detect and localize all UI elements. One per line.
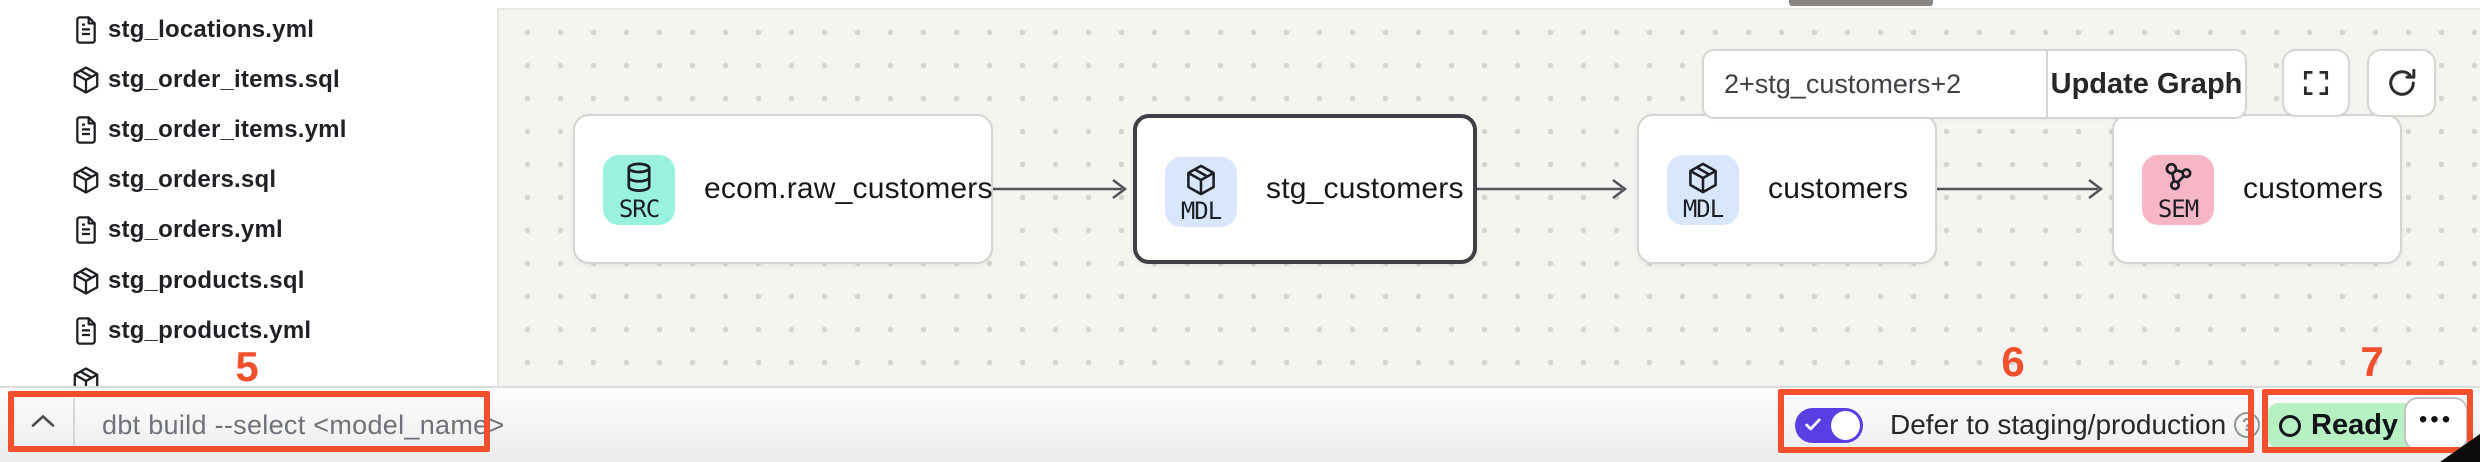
- cube-icon: [70, 365, 102, 388]
- lineage-selector-group: 2+stg_customers+2 Update Graph: [1702, 49, 2247, 119]
- annotation-box-5: [8, 391, 490, 452]
- bar-divider: [73, 398, 75, 450]
- file-item[interactable]: stg_products.yml: [0, 306, 497, 356]
- file-item[interactable]: stg_order_items.yml: [0, 105, 497, 155]
- check-icon: [1805, 417, 1821, 430]
- fullscreen-button[interactable]: [2282, 49, 2350, 117]
- annotation-number-6: 6: [2001, 338, 2025, 385]
- badge-label: MDL: [1682, 194, 1724, 223]
- chevron-up-icon: [31, 414, 55, 427]
- lineage-node-customers-semantic[interactable]: SEM customers: [2112, 114, 2402, 264]
- collapse-panel-button[interactable]: [26, 408, 60, 434]
- lineage-node-stg-customers[interactable]: MDL stg_customers: [1133, 114, 1477, 264]
- badge-label: SRC: [618, 194, 660, 223]
- file-item[interactable]: stg_orders.sql: [0, 155, 497, 205]
- file-name: stg_products.yml: [108, 317, 312, 344]
- node-label: stg_customers: [1266, 172, 1464, 205]
- document-icon: [70, 315, 102, 347]
- refresh-button[interactable]: [2367, 49, 2436, 117]
- cube-icon: [70, 64, 102, 96]
- help-icon[interactable]: ?: [2234, 412, 2261, 438]
- file-item[interactable]: stg_products.sql: [0, 256, 497, 306]
- node-label: customers: [2243, 172, 2384, 205]
- file-item[interactable]: [0, 356, 497, 388]
- semantic-badge: SEM: [2142, 155, 2214, 225]
- file-item[interactable]: stg_orders.yml: [0, 205, 497, 255]
- document-icon: [70, 214, 102, 246]
- defer-toggle[interactable]: [1795, 407, 1863, 443]
- fullscreen-icon: [2303, 70, 2329, 96]
- model-badge: MDL: [1667, 155, 1739, 225]
- update-graph-button[interactable]: Update Graph: [2050, 67, 2243, 100]
- file-name: stg_order_items.yml: [108, 116, 347, 143]
- file-item[interactable]: stg_locations.yml: [0, 5, 497, 55]
- annotation-number-7: 7: [2360, 338, 2384, 385]
- status-circle-icon: [2279, 414, 2301, 437]
- defer-label: Defer to staging/production: [1890, 409, 2227, 440]
- cube-icon: [1689, 162, 1717, 193]
- horizontal-scrollbar-thumb[interactable]: [1789, 0, 1933, 6]
- file-name: stg_locations.yml: [108, 16, 315, 43]
- database-icon: [627, 162, 651, 192]
- mouse-cursor: [2440, 434, 2480, 462]
- toggle-knob: [1831, 410, 1860, 440]
- file-explorer-sidebar: stg_locations.yml stg_order_items.sql st…: [0, 0, 499, 388]
- canvas-top-strip: [497, 0, 2480, 10]
- selector-input[interactable]: 2+stg_customers+2: [1704, 51, 2048, 117]
- source-badge: SRC: [603, 155, 675, 225]
- badge-label: SEM: [2157, 194, 2199, 223]
- document-icon: [70, 14, 102, 46]
- annotation-box-7: [2262, 389, 2473, 453]
- file-name: stg_order_items.sql: [108, 66, 340, 93]
- badge-label: MDL: [1180, 196, 1222, 225]
- annotation-box-6: [1778, 389, 2254, 453]
- refresh-icon: [2388, 68, 2415, 96]
- annotation-number-5: 5: [235, 343, 259, 390]
- file-item[interactable]: stg_order_items.sql: [0, 55, 497, 105]
- model-badge: MDL: [1165, 157, 1237, 227]
- lineage-node-customers-model[interactable]: MDL customers: [1637, 114, 1937, 264]
- file-name: stg_orders.yml: [108, 216, 283, 243]
- cube-icon: [70, 265, 102, 297]
- status-text: Ready: [2311, 409, 2399, 441]
- defer-toggle-group: Defer to staging/production ?: [1795, 388, 2261, 462]
- status-badge[interactable]: Ready: [2267, 403, 2417, 448]
- node-label: ecom.raw_customers: [704, 172, 993, 205]
- command-input[interactable]: dbt build --select <model_name>: [102, 409, 505, 440]
- network-icon: [2165, 162, 2192, 190]
- node-label: customers: [1768, 172, 1909, 205]
- document-icon: [70, 114, 102, 146]
- lineage-node-source[interactable]: SRC ecom.raw_customers: [573, 114, 993, 264]
- cube-icon: [70, 164, 102, 196]
- cube-icon: [1187, 164, 1215, 195]
- file-name: stg_orders.sql: [108, 166, 277, 193]
- file-name: stg_products.sql: [108, 267, 305, 294]
